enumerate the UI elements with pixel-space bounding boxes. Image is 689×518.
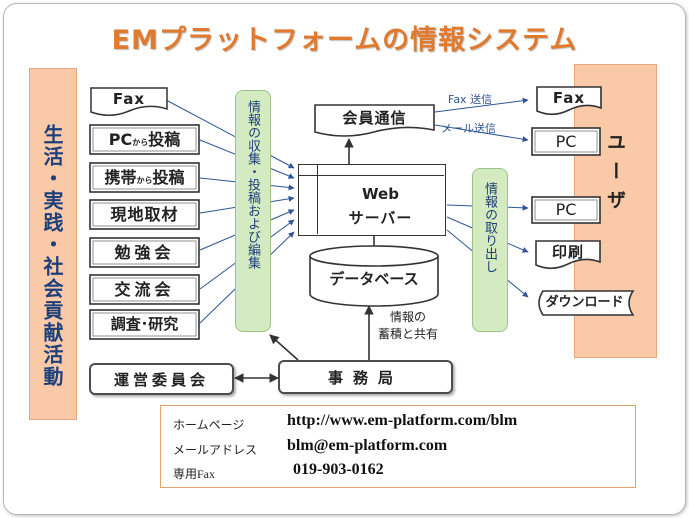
output-pc-label: PC: [555, 200, 577, 219]
web-server-line1: Web: [362, 185, 399, 203]
homepage-value[interactable]: http://www.em-platform.com/blm: [287, 412, 518, 429]
input-fax: Fax: [90, 87, 168, 117]
input-research-label: 調査･研究: [110, 315, 179, 333]
mail-send-label: メール送信: [441, 122, 496, 135]
output-pc: PC: [531, 196, 601, 224]
output-download-label: ダウンロード: [545, 295, 624, 310]
input-field-interview-label: 現地取材: [110, 205, 179, 224]
input-study-session-label: 勉強会: [114, 243, 175, 262]
web-server-leftbar: [299, 165, 318, 234]
page-title: EMプラットフォームの情報システム: [111, 25, 578, 56]
right-user-label: ユーザ: [604, 132, 626, 219]
web-server-line2: サーバー: [348, 209, 413, 227]
web-server-topbar: [299, 165, 444, 176]
database-cylinder: [309, 245, 439, 307]
input-pc-post-small: から: [132, 138, 149, 147]
input-mobile-post-label: 携帯から投稿: [89, 162, 200, 196]
input-exchange-meeting: 交流会: [89, 274, 200, 305]
left-activity-label: 生活・実践・社会貢献活動: [40, 124, 64, 388]
fax-send-label: Fax 送信: [448, 93, 493, 106]
output-print: 印刷: [535, 240, 601, 270]
input-study-session: 勉強会: [89, 237, 200, 268]
input-pc-post: PCから投稿: [89, 124, 200, 155]
input-mobile-post-pre: 携帯: [104, 168, 137, 187]
committee-label: 運営委員会: [113, 370, 209, 389]
accumulate-line2: 蓄積と共有: [378, 327, 439, 341]
mail-label: メールアドレス: [173, 443, 258, 457]
database-label: データベース: [329, 270, 419, 288]
input-pc-post-pre: PC: [108, 130, 133, 149]
office-box: 事務局: [278, 360, 453, 394]
output-pc-mail-label: PC: [555, 132, 577, 151]
committee-box: 運営委員会: [89, 363, 234, 395]
fax-label: 専用Fax: [173, 467, 216, 481]
office-label: 事務局: [327, 368, 403, 387]
output-fax-label: Fax: [552, 89, 586, 107]
extraction-band-label: 情報の取り出し: [482, 182, 497, 273]
input-pc-post-post: 投稿: [148, 130, 181, 149]
input-exchange-meeting-label: 交流会: [114, 280, 175, 299]
extraction-band: [472, 168, 508, 332]
accumulate-line1: 情報の: [390, 310, 427, 324]
fax-value: 019-903-0162: [293, 461, 384, 478]
left-activity-panel: [29, 68, 77, 420]
member-communication: 会員通信: [314, 104, 435, 139]
member-communication-label: 会員通信: [342, 109, 407, 127]
output-download: ダウンロード: [533, 289, 636, 317]
homepage-label: ホームページ: [173, 418, 245, 432]
input-research: 調査･研究: [89, 309, 200, 340]
input-pc-post-label: PCから投稿: [89, 124, 200, 158]
input-mobile-post-post: 投稿: [152, 168, 185, 187]
input-fax-label: Fax: [112, 90, 146, 108]
output-fax: Fax: [536, 86, 602, 116]
input-mobile-post-small: から: [136, 176, 153, 185]
web-server-box: Web サーバー: [298, 164, 446, 236]
output-pc-mail: PC: [531, 127, 601, 156]
mail-value[interactable]: blm@em-platform.com: [287, 437, 448, 454]
output-print-label: 印刷: [551, 243, 584, 261]
collection-band: [235, 90, 271, 332]
input-mobile-post: 携帯から投稿: [89, 162, 200, 193]
input-field-interview: 現地取材: [89, 199, 200, 230]
contact-info-box: ホームページ http://www.em-platform.com/blm メー…: [160, 405, 636, 488]
collection-band-label: 情報の収集・投稿および編集: [245, 100, 260, 269]
